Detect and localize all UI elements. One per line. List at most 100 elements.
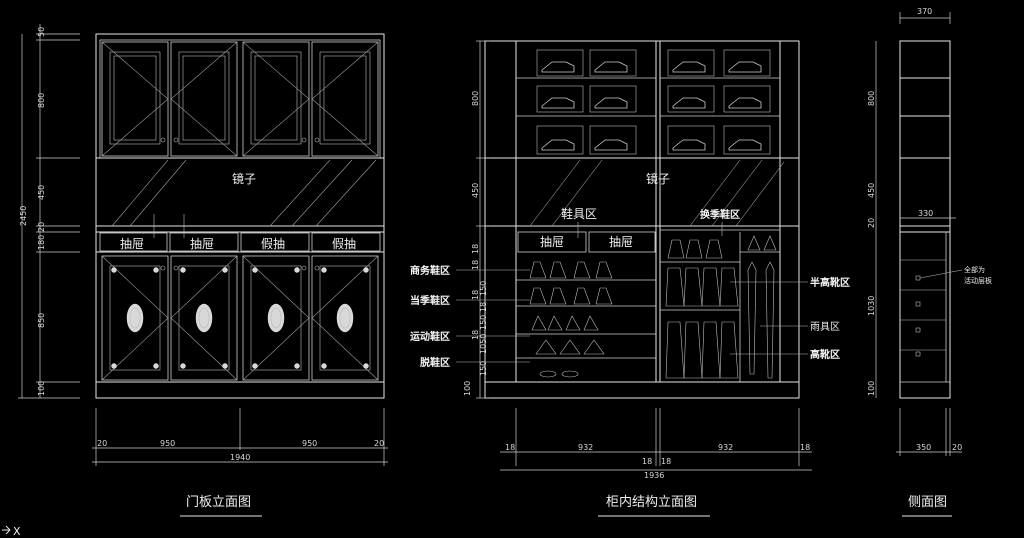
drawer-front [169, 232, 239, 252]
shoe-icon [541, 61, 762, 151]
front-cabinet-outline [95, 33, 385, 399]
zone-label-business: 商务鞋区 [410, 264, 450, 277]
zone-label-sport: 运动鞋区 [410, 330, 450, 343]
zone-label-seasonal: 当季鞋区 [410, 294, 450, 307]
zone-label-rain-gear: 雨具区 [810, 321, 840, 333]
front-drawer-label-2: 抽屉 [190, 237, 214, 251]
upper-shoe-shelves [516, 49, 780, 155]
dim-total-width: 1936 [644, 471, 664, 480]
dim-label: 18 [471, 244, 480, 254]
carved-medallion [267, 303, 285, 333]
dim-label: 180 [37, 235, 46, 250]
dim-label: 2450 [19, 206, 28, 226]
front-mirror-label: 镜子 [232, 171, 256, 186]
dim-total-width: 1940 [230, 453, 250, 462]
left-shoe-shelves [516, 261, 656, 378]
dim-label: 950 [160, 439, 175, 448]
front-upper-door-zone [99, 39, 381, 159]
structure-drawer [517, 231, 587, 253]
shoe-icon [529, 261, 613, 378]
dim-label: 932 [718, 443, 733, 452]
structure-horizontal-dimensions: 18 932 18 18 932 18 1936 [500, 408, 812, 480]
ucs-x-label: X [13, 525, 21, 538]
boot-icon [665, 235, 777, 379]
drawer-front [99, 232, 168, 252]
dim-label: 18 [471, 330, 480, 340]
carved-medallion [195, 303, 213, 333]
side-top-dim: 370 [917, 7, 932, 16]
front-drawer-row: 抽屉 抽屉 假抽 假抽 [99, 214, 381, 252]
upper-door [101, 41, 169, 157]
right-boot-section [660, 229, 780, 382]
dim-label: 20 [37, 222, 46, 232]
drawer-front [240, 232, 310, 252]
upper-door [311, 41, 379, 157]
front-drawer-label-3: 假抽 [261, 237, 285, 251]
dim-label: 100 [37, 381, 46, 396]
dim-label: 950 [302, 439, 317, 448]
dim-label: 450 [37, 185, 46, 200]
upper-door [242, 41, 310, 157]
structure-drawer-label-1: 抽屉 [540, 235, 564, 249]
dim-label: 1030 [867, 296, 876, 316]
structure-drawer-label-2: 抽屉 [609, 235, 633, 249]
structure-elevation-view: 镜子 鞋具区 换季鞋区 抽屉 抽屉 [410, 40, 850, 517]
ucs-axis-icon: X [2, 525, 21, 538]
side-view-title: 侧面图 [908, 495, 947, 510]
structure-view-title: 柜内结构立面图 [606, 494, 697, 510]
zone-label-tall-boot: 高靴区 [810, 348, 840, 361]
front-upper-doors [101, 41, 379, 157]
side-inner-dim: 330 [918, 209, 933, 218]
front-drawer-label-1: 抽屉 [120, 237, 144, 251]
dim-label: 20 [97, 439, 107, 448]
structure-mirror-label: 镜子 [646, 171, 670, 186]
zone-label-slipper: 脱鞋区 [420, 356, 450, 369]
dim-label: 100 [463, 381, 472, 396]
dim-label: 20 [952, 443, 962, 452]
dim-label: 150 [479, 281, 488, 296]
dim-label: 350 [916, 443, 931, 452]
dim-label: 150 [479, 361, 488, 376]
drawer-front [311, 232, 381, 252]
dim-label: 18 [661, 457, 671, 466]
dim-label: 450 [867, 183, 876, 198]
structure-cabinet-outline [484, 40, 800, 399]
zone-label-half-boot: 半高靴区 [810, 276, 850, 289]
dim-label: 18 [479, 302, 488, 312]
dim-label: 18 [471, 290, 480, 300]
front-view-title: 门板立面图 [186, 495, 251, 510]
carved-medallion [336, 303, 354, 333]
dim-label: 50 [37, 27, 46, 37]
dim-label: 18 [642, 457, 652, 466]
structure-vertical-dimensions: 800 450 18 18 150 18 18 150 18 1050 150 … [463, 40, 490, 399]
dim-label: 20 [374, 439, 384, 448]
upper-door [170, 41, 238, 157]
structure-mirror-panel: 镜子 鞋具区 换季鞋区 [529, 159, 785, 238]
dim-label: 150 [479, 315, 488, 330]
dim-label: 450 [471, 183, 480, 198]
front-vertical-dimensions: 50 800 450 2450 20 180 850 100 [18, 24, 80, 399]
dim-label: 1050 [479, 334, 488, 354]
dim-label: 18 [471, 260, 480, 270]
dim-label: 18 [800, 443, 810, 452]
side-cabinet-outline [899, 40, 951, 399]
dim-label: 20 [867, 218, 876, 228]
front-mirror-panel: 镜子 [111, 159, 377, 227]
side-note-line-2: 活动层板 [964, 276, 992, 285]
carved-medallion [126, 303, 144, 333]
dim-label: 800 [37, 93, 46, 108]
shoe-area-label: 鞋具区 [561, 206, 597, 221]
dim-label: 100 [867, 381, 876, 396]
side-view: 全部为 活动层板 370 330 800 450 20 1030 100 350… [867, 7, 992, 517]
front-horizontal-dimensions: 20 950 950 20 1940 [92, 408, 388, 466]
dim-label: 800 [867, 91, 876, 106]
structure-drawer [588, 231, 656, 253]
dim-label: 18 [505, 443, 515, 452]
front-drawer-label-4: 假抽 [332, 237, 356, 251]
side-note-line-1: 全部为 [964, 265, 985, 274]
dim-label: 800 [471, 91, 480, 106]
change-shoe-label: 换季鞋区 [700, 208, 740, 221]
zone-labels: 商务鞋区 当季鞋区 运动鞋区 脱鞋区 半高靴区 雨具区 高靴区 [410, 264, 850, 369]
dim-label: 850 [37, 313, 46, 328]
